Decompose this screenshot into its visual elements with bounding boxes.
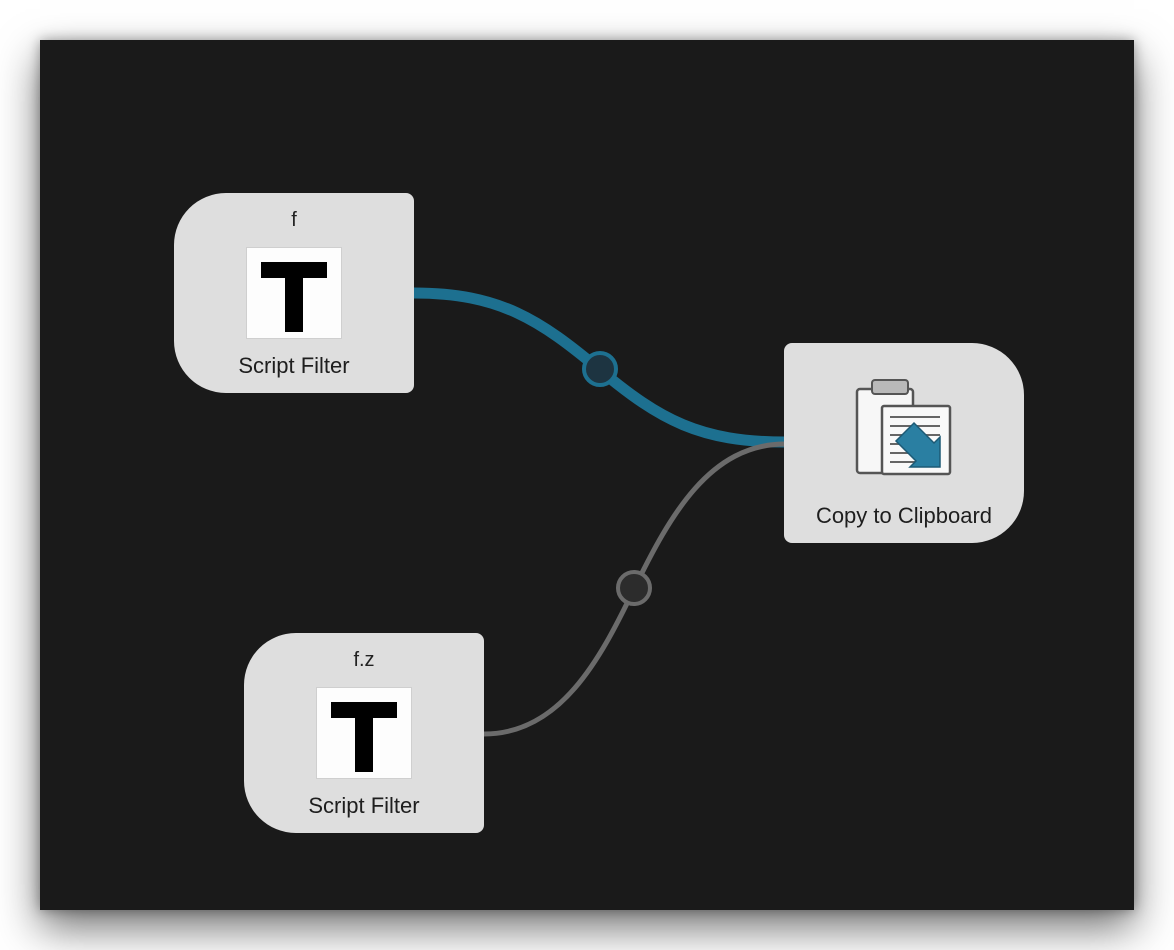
text-t-icon <box>316 687 412 779</box>
workflow-canvas[interactable]: f Script Filter f.z Script Filter <box>40 40 1134 910</box>
connection-handle-inactive[interactable] <box>616 570 652 606</box>
connections-layer <box>408 287 791 737</box>
text-t-icon <box>246 247 342 339</box>
node-label: Script Filter <box>308 793 420 818</box>
script-filter-node-fz[interactable]: f.z Script Filter <box>244 633 484 833</box>
node-label: Copy to Clipboard <box>815 503 993 528</box>
node-label: Script Filter <box>238 353 350 378</box>
copy-to-clipboard-node[interactable]: Copy to Clipboard <box>784 343 1024 543</box>
node-keyword: f.z <box>353 649 375 671</box>
node-keyword: f <box>291 209 297 231</box>
script-filter-node-f[interactable]: f Script Filter <box>174 193 414 393</box>
clipboard-copy-icon <box>855 379 952 476</box>
connection-handle-active[interactable] <box>582 351 618 387</box>
